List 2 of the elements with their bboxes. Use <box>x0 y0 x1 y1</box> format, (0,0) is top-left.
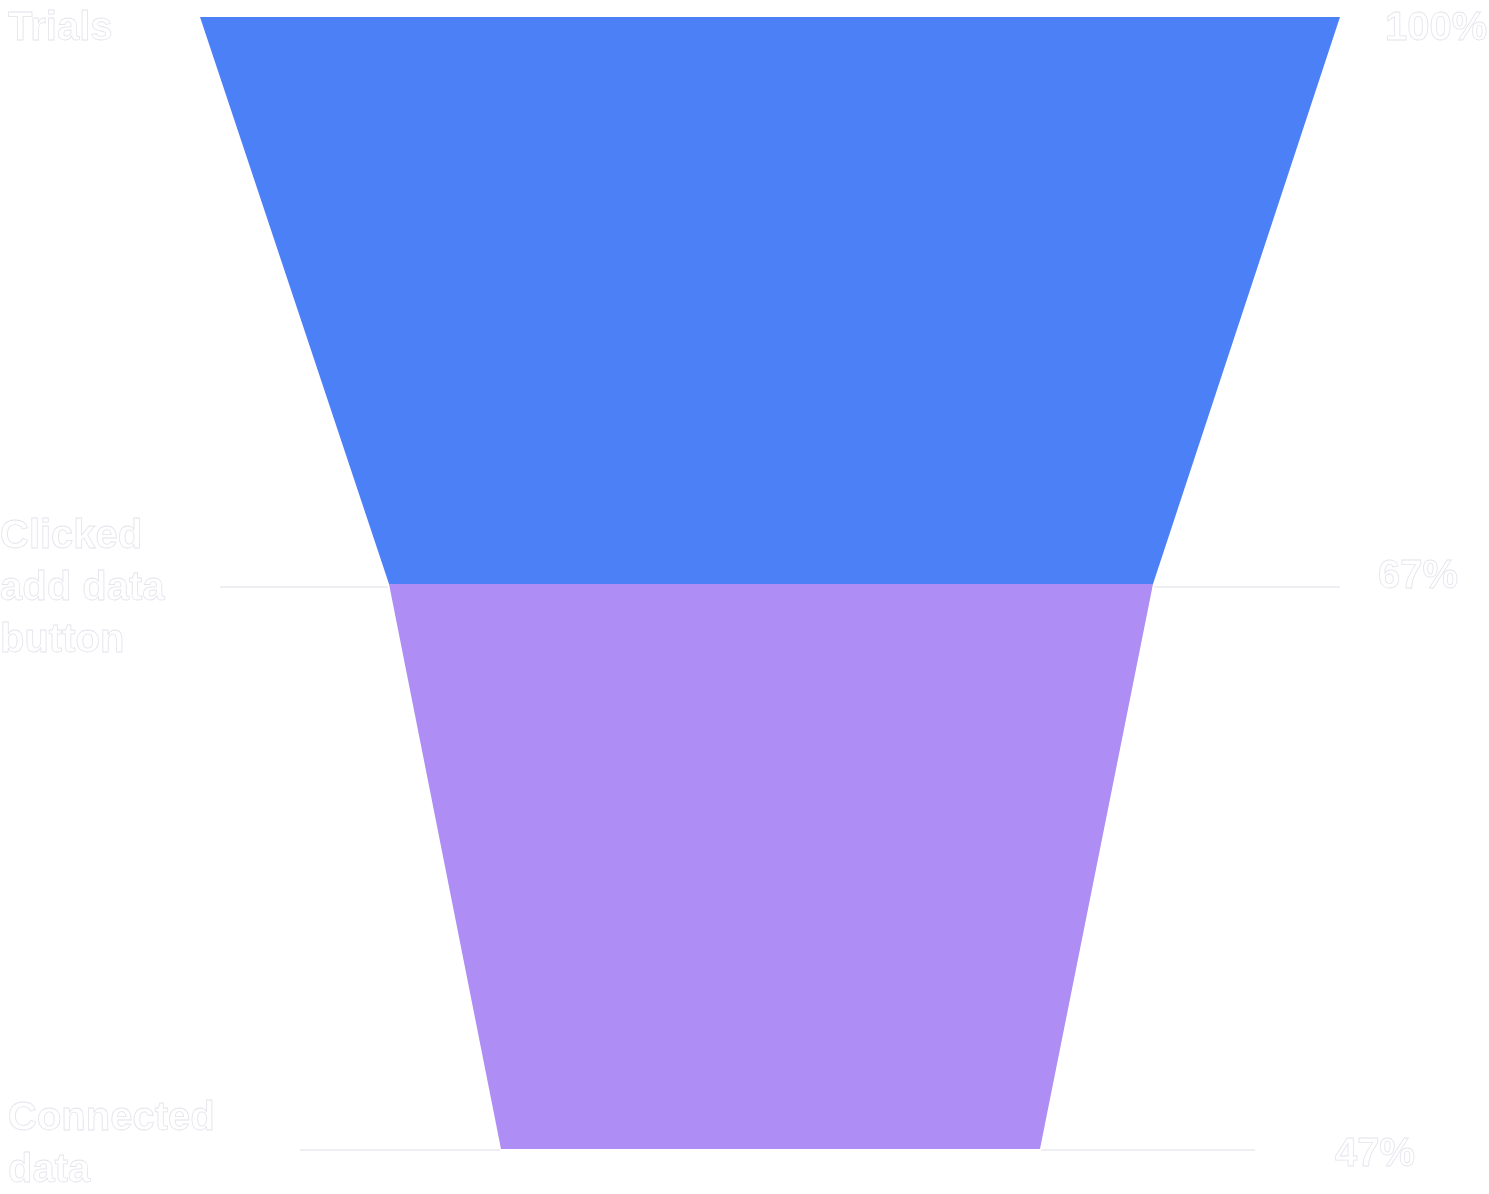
funnel-band <box>389 584 1153 1149</box>
funnel-band <box>200 17 1340 584</box>
